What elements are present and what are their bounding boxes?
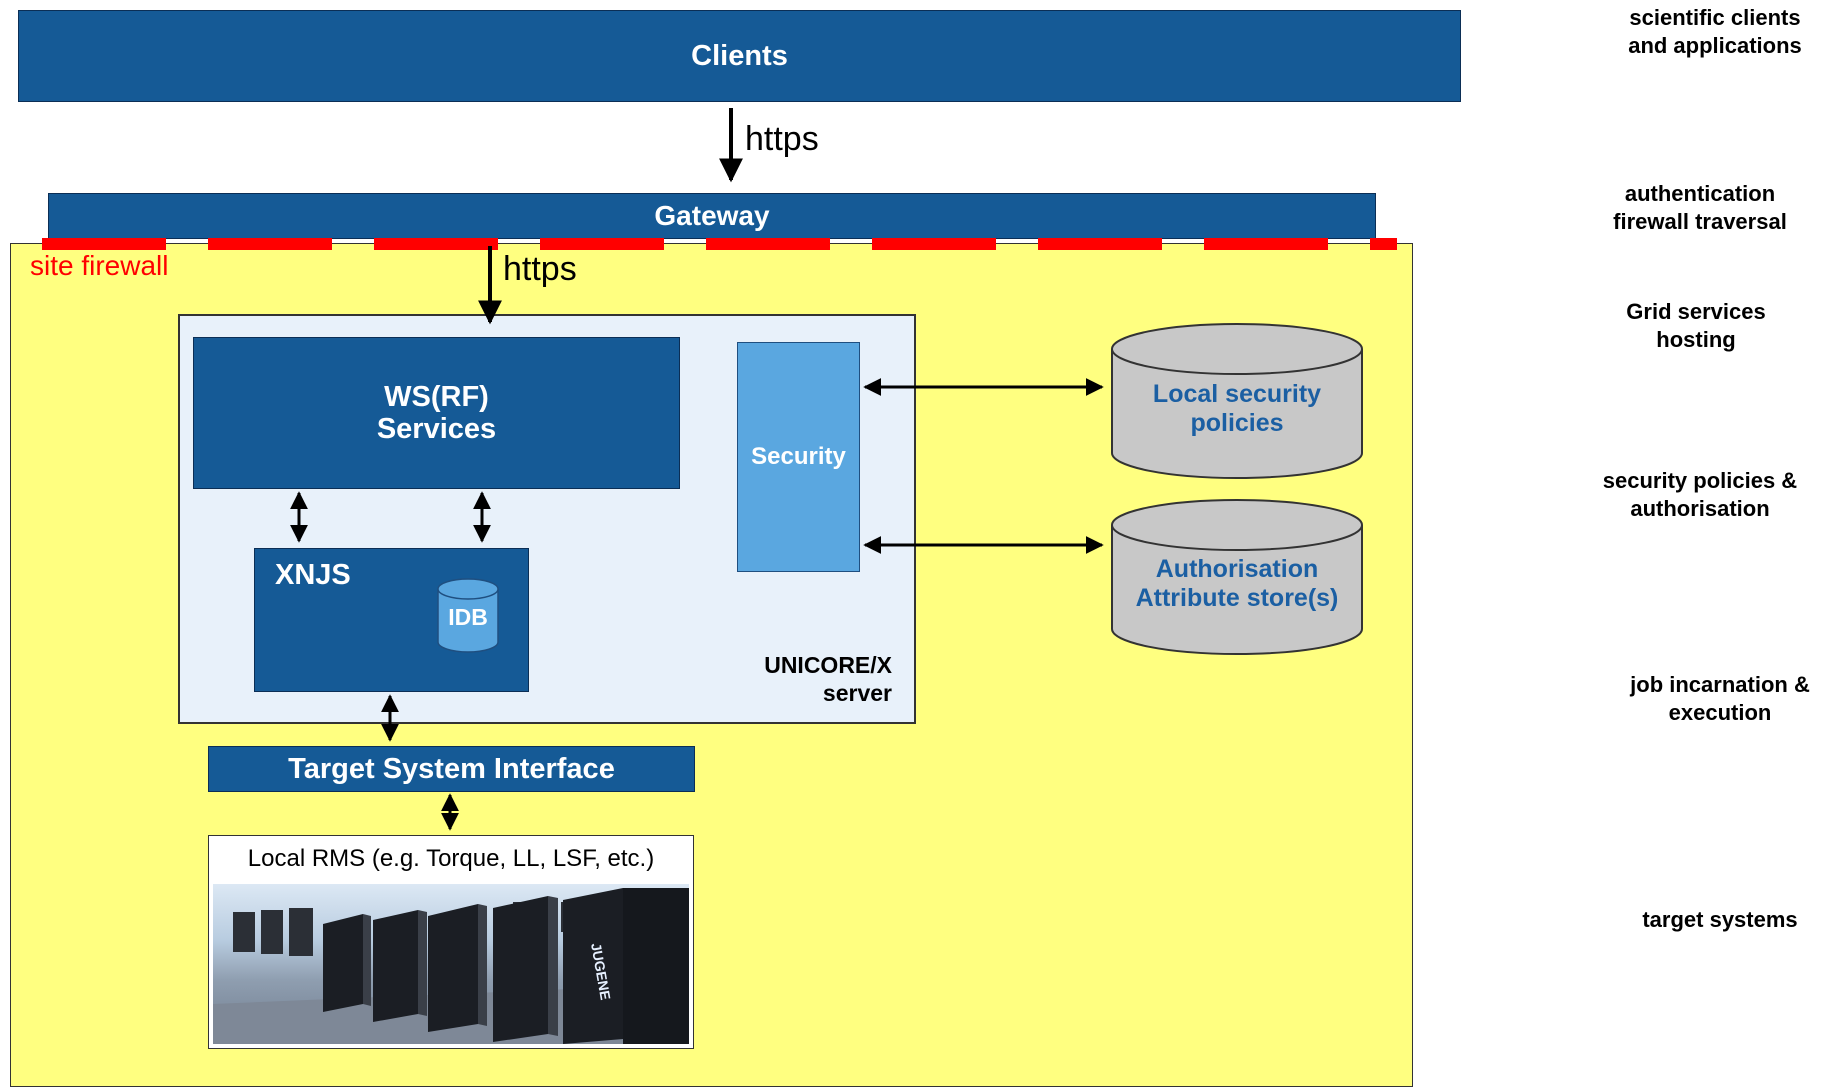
site-firewall-line bbox=[42, 238, 1397, 250]
gateway-bar: Gateway bbox=[48, 193, 1376, 239]
ws-services-box: WS(RF) Services bbox=[193, 337, 680, 489]
attribute-store-label: Authorisation Attribute store(s) bbox=[1135, 555, 1339, 612]
site-firewall-label: site firewall bbox=[30, 250, 169, 281]
xnjs-label: XNJS bbox=[275, 559, 351, 591]
layer-label-grid-services: Grid services hosting bbox=[1626, 299, 1766, 352]
local-rms-box: Local RMS (e.g. Torque, LL, LSF, etc.) bbox=[208, 835, 694, 1049]
gateway-label: Gateway bbox=[654, 200, 770, 231]
attribute-store: Authorisation Attribute store(s) bbox=[1110, 498, 1364, 656]
security-box: Security bbox=[737, 342, 860, 572]
layer-label-clients: scientific clients and applications bbox=[1628, 5, 1802, 58]
idb-label: IDB bbox=[448, 604, 488, 630]
clients-bar: Clients bbox=[18, 10, 1461, 102]
https-label-top: https bbox=[745, 120, 819, 158]
tsi-label: Target System Interface bbox=[288, 752, 615, 785]
layer-label-authentication: authentication firewall traversal bbox=[1613, 181, 1787, 234]
supercomputer-photo: JUGENE bbox=[213, 884, 689, 1044]
local-security-label: Local security policies bbox=[1152, 380, 1322, 437]
https-label-inner: https bbox=[503, 250, 577, 288]
cylinder-shape bbox=[1111, 499, 1363, 655]
ws-services-label: WS(RF) Services bbox=[376, 381, 497, 445]
unicorex-server-label: UNICORE/X server bbox=[764, 652, 892, 706]
idb-store: IDB bbox=[437, 578, 499, 654]
local-security-policies-store: Local security policies bbox=[1110, 322, 1364, 480]
idb-cylinder-icon bbox=[437, 578, 499, 653]
server-racks-image: JUGENE bbox=[213, 888, 689, 1044]
layer-label-security: security policies & authorisation bbox=[1602, 468, 1798, 521]
layer-label-job-execution: job incarnation & execution bbox=[1630, 672, 1810, 725]
local-rms-label: Local RMS (e.g. Torque, LL, LSF, etc.) bbox=[247, 845, 655, 872]
layer-label-target-systems: target systems bbox=[1642, 907, 1798, 932]
clients-label: Clients bbox=[691, 39, 788, 72]
security-label: Security bbox=[751, 443, 846, 470]
target-system-interface: Target System Interface bbox=[208, 746, 695, 792]
cylinder-shape bbox=[1111, 323, 1363, 479]
